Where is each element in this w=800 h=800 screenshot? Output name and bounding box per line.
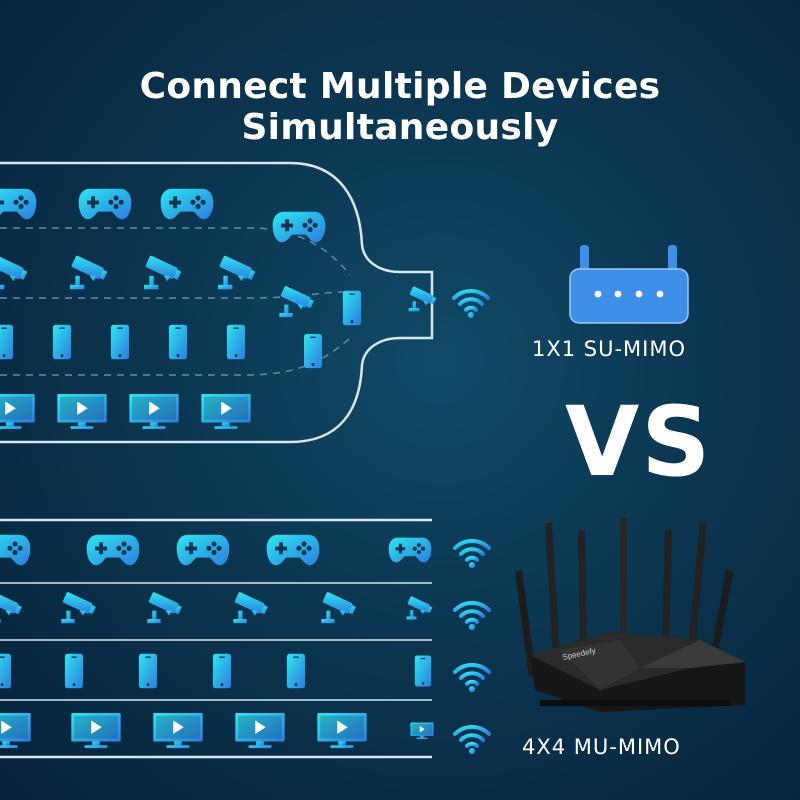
security-camera-icon <box>406 595 434 620</box>
router-su-mimo <box>569 245 689 324</box>
monitor-play-icon <box>71 712 121 749</box>
monitor-play-icon <box>57 393 107 430</box>
security-camera-icon <box>147 591 183 624</box>
smartphone-icon <box>52 324 72 360</box>
security-camera-icon <box>321 591 357 624</box>
security-camera-icon <box>61 591 97 624</box>
monitor-play-icon <box>410 722 434 739</box>
wifi-icon <box>454 291 488 318</box>
gamepad-icon <box>266 534 320 566</box>
vs-text: VS <box>565 386 713 498</box>
security-camera-icon <box>70 255 109 290</box>
security-camera-icon <box>279 285 315 318</box>
bottom-device-icons <box>0 534 489 754</box>
monitor-play-icon <box>201 393 251 430</box>
page-title: Connect Multiple Devices Simultaneously <box>139 66 661 148</box>
smartphone-icon <box>0 653 12 689</box>
security-camera-icon <box>0 591 23 624</box>
gamepad-icon <box>176 534 230 566</box>
wifi-icon <box>455 541 489 568</box>
wifi-icon <box>455 665 489 692</box>
monitor-play-icon <box>129 393 179 430</box>
gamepad-icon <box>0 534 31 566</box>
smartphone-icon <box>286 653 306 689</box>
smartphone-icon <box>110 324 130 360</box>
wifi-icon <box>455 727 489 754</box>
security-camera-icon <box>218 255 257 290</box>
smartphone-icon <box>414 655 432 687</box>
smartphone-icon <box>304 333 322 369</box>
monitor-play-icon <box>153 712 203 749</box>
router-mu-mimo: Speedefy <box>515 518 745 712</box>
wide-lane-outline <box>0 518 432 759</box>
gamepad-icon <box>160 188 214 220</box>
smartphone-icon <box>64 653 84 689</box>
wifi-icon <box>455 603 489 630</box>
smartphone-icon <box>138 653 158 689</box>
monitor-play-icon <box>0 712 31 749</box>
monitor-play-icon <box>317 712 367 749</box>
smartphone-icon <box>0 324 14 360</box>
gamepad-icon <box>388 537 432 563</box>
gamepad-icon <box>86 534 140 566</box>
gamepad-icon <box>0 188 37 220</box>
security-camera-icon <box>0 255 29 290</box>
smartphone-icon <box>226 324 246 360</box>
monitor-play-icon <box>235 712 285 749</box>
smartphone-icon <box>342 290 362 326</box>
top-device-icons <box>0 188 488 430</box>
security-camera-icon <box>233 591 269 624</box>
smartphone-icon <box>212 653 232 689</box>
gamepad-icon <box>272 211 326 243</box>
monitor-play-icon <box>0 393 35 430</box>
mu-mimo-label: 4X4 MU-MIMO <box>522 735 681 759</box>
smartphone-icon <box>168 324 188 360</box>
gamepad-icon <box>78 188 132 220</box>
su-mimo-label: 1X1 SU-MIMO <box>532 337 687 361</box>
security-camera-icon <box>144 255 183 290</box>
